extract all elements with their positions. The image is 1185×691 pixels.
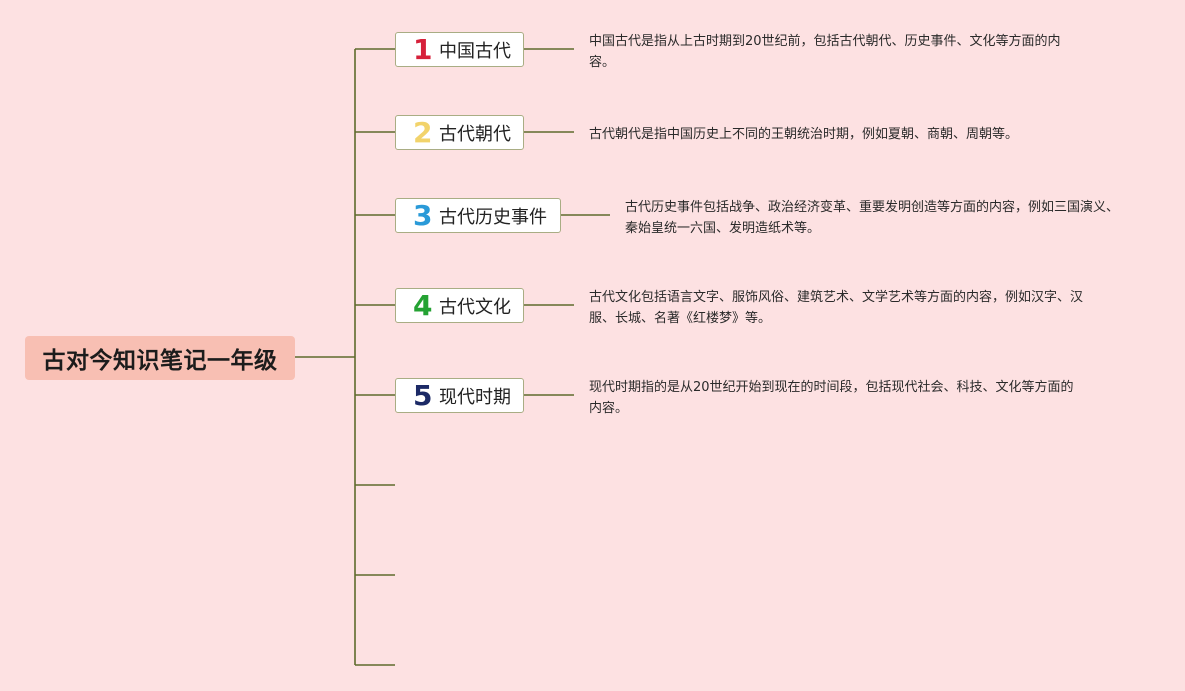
topic-label-1: 中国古代 (439, 40, 511, 62)
topic-note-3: 古代历史事件包括战争、政治经济变革、重要发明创造等方面的内容，例如三国演义、秦始… (625, 200, 1120, 236)
number-badge-3: 3 (413, 198, 433, 232)
root-title: 古对今知识笔记一年级 (42, 348, 278, 374)
topic-note-5: 现代时期指的是从20世纪开始到现在的时间段，包括现代社会、科技、文化等方面的内容… (589, 380, 1074, 416)
topic-node-1[interactable]: 1 中国古代 (395, 32, 524, 67)
topic-node-5[interactable]: 5 现代时期 (395, 378, 524, 413)
topic-node-3[interactable]: 3 古代历史事件 (395, 198, 561, 233)
topic-node-2[interactable]: 2 古代朝代 (395, 115, 524, 150)
topic-label-4: 古代文化 (439, 296, 511, 318)
topic-label-5: 现代时期 (439, 386, 511, 408)
topic-label-3: 古代历史事件 (439, 206, 547, 228)
topic-note-4: 古代文化包括语言文字、服饰风俗、建筑艺术、文学艺术等方面的内容，例如汉字、汉服、… (589, 290, 1084, 326)
number-badge-5: 5 (413, 378, 433, 412)
topic-note-2: 古代朝代是指中国历史上不同的王朝统治时期，例如夏朝、商朝、周朝等。 (589, 127, 1019, 142)
topic-note-1: 中国古代是指从上古时期到20世纪前，包括古代朝代、历史事件、文化等方面的内容。 (589, 34, 1061, 70)
number-badge-4: 4 (413, 288, 433, 322)
number-badge-2: 2 (413, 115, 433, 149)
topic-node-4[interactable]: 4 古代文化 (395, 288, 524, 323)
number-badge-1: 1 (413, 32, 433, 66)
root-node[interactable]: 古对今知识笔记一年级 (25, 336, 295, 380)
topic-label-2: 古代朝代 (439, 123, 511, 145)
